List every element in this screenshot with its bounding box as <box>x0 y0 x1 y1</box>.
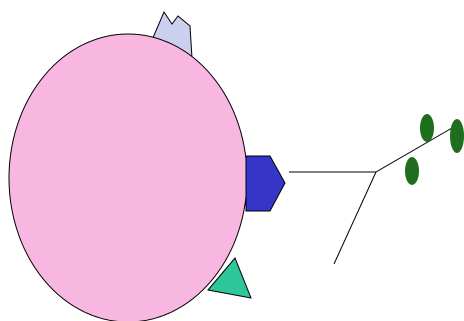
ligand-dot-lower <box>405 157 419 185</box>
cell-body-ellipse <box>9 34 247 321</box>
ligand-dot-upper-right <box>450 119 464 153</box>
ligand-dot-group <box>405 114 464 185</box>
connector-lower-branch-line <box>334 172 376 264</box>
ligand-dot-upper-left <box>420 114 434 142</box>
ligand-connector-lines <box>289 128 452 264</box>
side-receptor-pentagon <box>246 156 285 211</box>
